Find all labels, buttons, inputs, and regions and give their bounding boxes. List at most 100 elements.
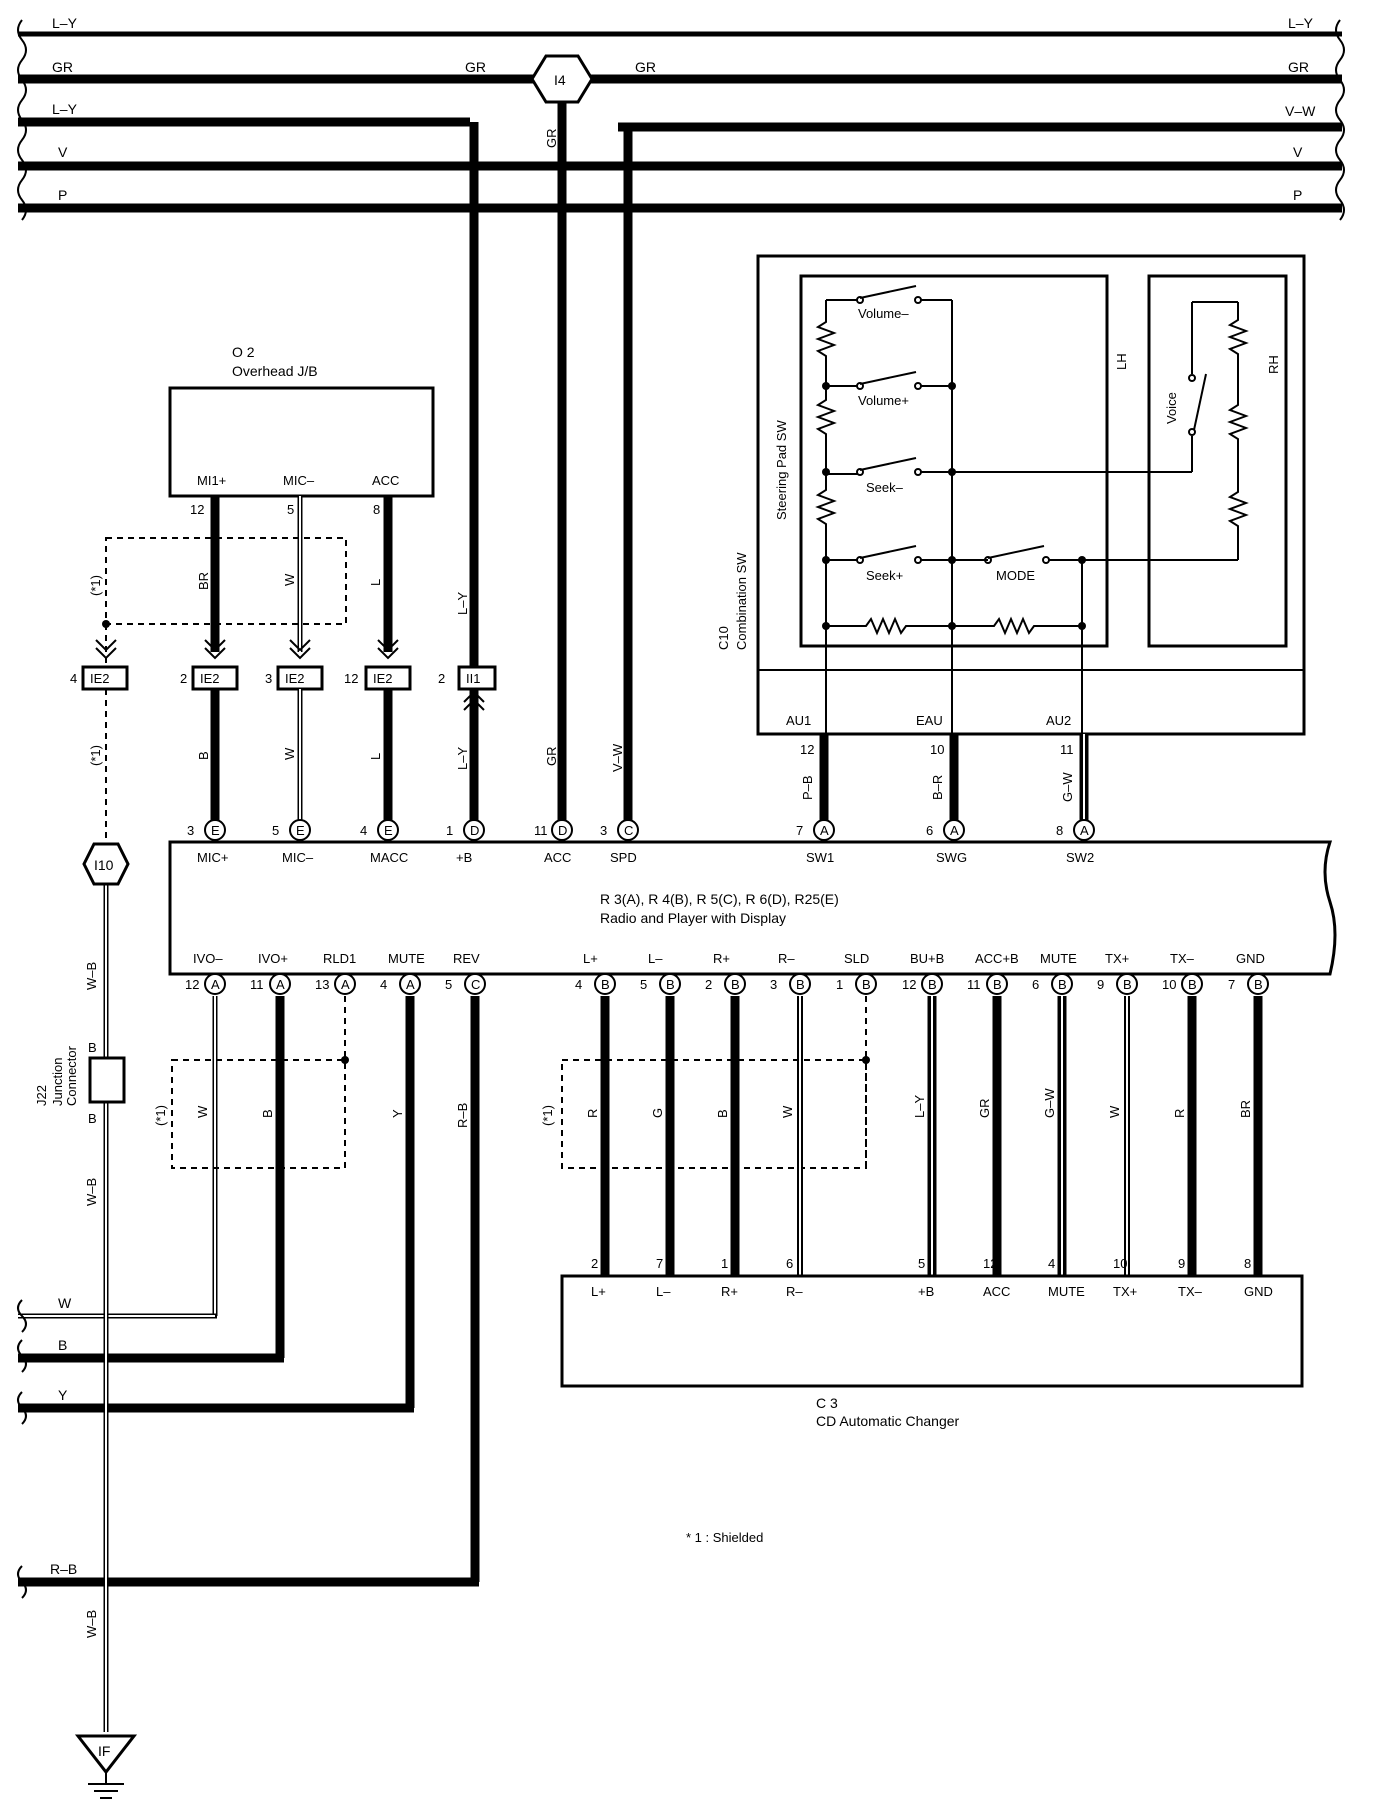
radio-name: Radio and Player with Display bbox=[600, 910, 786, 926]
wire-label: W bbox=[282, 747, 297, 760]
ground-label: IF bbox=[98, 1743, 110, 1759]
radio-pin-num: 3 bbox=[770, 977, 777, 992]
radio-pin-marker bbox=[921, 973, 943, 995]
radio-pin-label: MACC bbox=[370, 850, 408, 865]
radio-pin-conn: B bbox=[601, 977, 610, 992]
changer-pin-num: 4 bbox=[1048, 1256, 1055, 1271]
radio-pin-num: 1 bbox=[446, 823, 453, 838]
radio-pin-marker bbox=[269, 973, 291, 995]
radio-pin-conn: E bbox=[296, 823, 305, 838]
wire-label: V–W bbox=[610, 743, 625, 772]
wire-label: B bbox=[715, 1109, 730, 1118]
radio-pin-label: MUTE bbox=[1040, 951, 1077, 966]
bus-label: V bbox=[1293, 144, 1303, 160]
radio-pin-num: 11 bbox=[967, 977, 981, 992]
radio-pin-label: SW1 bbox=[806, 850, 834, 865]
j22-pin: B bbox=[88, 1111, 97, 1126]
radio-pin-label: TX+ bbox=[1105, 951, 1129, 966]
wire-label: L–Y bbox=[455, 747, 470, 770]
radio-pin-conn: A bbox=[820, 823, 829, 838]
wire-label: R bbox=[1172, 1109, 1187, 1118]
junction-i10-label: I10 bbox=[94, 857, 114, 873]
wire-exit-label: Y bbox=[58, 1387, 68, 1403]
radio-box bbox=[168, 840, 1337, 976]
radio-pin-marker bbox=[463, 819, 485, 841]
shield-box bbox=[171, 1059, 346, 1169]
wire-label: B bbox=[260, 1109, 275, 1118]
radio-pin-num: 5 bbox=[272, 823, 279, 838]
combo-lh-label: LH bbox=[1114, 353, 1129, 370]
switch-label: Volume– bbox=[858, 306, 909, 321]
radio-pin-num: 5 bbox=[445, 977, 452, 992]
combo-wires: P–B B–R G–W bbox=[800, 734, 1089, 830]
combo-pin-num: 11 bbox=[1060, 742, 1074, 757]
connector-label: IE2 bbox=[285, 671, 305, 686]
radio-pin-label: SWG bbox=[936, 850, 967, 865]
top-buses: L–Y L–Y GR GR GR GR L–Y V–W V V P P bbox=[17, 15, 1345, 221]
combo-lh bbox=[799, 274, 1109, 648]
switch-mode bbox=[952, 545, 1082, 564]
connector-pin: 2 bbox=[438, 671, 445, 686]
wire-label: W bbox=[282, 573, 297, 586]
o2-pin-num: 5 bbox=[287, 502, 294, 517]
resistor bbox=[815, 386, 837, 474]
mid-wires: B W L L–Y (*1) bbox=[88, 689, 470, 838]
wire-label: W bbox=[780, 1105, 795, 1118]
radio-pin-num: 12 bbox=[902, 977, 916, 992]
radio-pin-label: SLD bbox=[844, 951, 869, 966]
wire-exit-label: R–B bbox=[50, 1561, 77, 1577]
radio-pin-num: 6 bbox=[926, 823, 933, 838]
changer-pin-num: 7 bbox=[656, 1256, 663, 1271]
radio-pin-marker bbox=[986, 973, 1008, 995]
radio-pin-label: RLD1 bbox=[323, 951, 356, 966]
radio-pin-label: BU+B bbox=[910, 951, 944, 966]
o2-pin-label: ACC bbox=[372, 473, 399, 488]
bus-label: L–Y bbox=[1288, 15, 1314, 31]
radio-pin-conn: D bbox=[470, 823, 479, 838]
radio-pin-num: 1 bbox=[836, 977, 843, 992]
arrow-mark bbox=[289, 639, 311, 660]
j22-code: J22 bbox=[34, 1085, 49, 1106]
changer-pin-label: L+ bbox=[591, 1284, 606, 1299]
radio-pin-label: MUTE bbox=[388, 951, 425, 966]
radio-pin-marker bbox=[594, 973, 616, 995]
wire-label: P–B bbox=[800, 775, 815, 800]
radio-pin-marker bbox=[1181, 973, 1203, 995]
junction-i10 bbox=[82, 842, 130, 886]
radio-pin-label: ACC bbox=[544, 850, 571, 865]
radio-pin-label: SPD bbox=[610, 850, 637, 865]
radio-top-pins: E3MIC+E5MIC–E4MACCD1+BD11ACCC3SPDA7SW1A6… bbox=[187, 819, 1095, 865]
changer-pin-num: 5 bbox=[918, 1256, 925, 1271]
radio-pin-marker bbox=[724, 973, 746, 995]
j22-name: Junction bbox=[50, 1058, 65, 1106]
j22-name: Connector bbox=[64, 1045, 79, 1106]
radio-pin-marker bbox=[789, 973, 811, 995]
break-left bbox=[17, 19, 27, 221]
combo-pin-num: 12 bbox=[800, 742, 814, 757]
radio-player: R 3(A), R 4(B), R 5(C), R 6(D), R25(E) R… bbox=[168, 819, 1337, 995]
changer-code: C 3 bbox=[816, 1395, 838, 1411]
switch-volume-plus bbox=[856, 371, 952, 390]
wire-label: R–B bbox=[455, 1103, 470, 1128]
shield-mark: (*1) bbox=[88, 575, 103, 596]
radio-pin-conn: B bbox=[666, 977, 675, 992]
bus-label: GR bbox=[635, 59, 656, 75]
radio-pin-marker bbox=[1051, 973, 1073, 995]
arrow-mark bbox=[204, 639, 226, 660]
radio-bottom-pins: IVO–A12IVO+A11RLD1A13MUTEA4REVC5L+B4L–B5… bbox=[185, 951, 1269, 995]
radio-pin-conn: A bbox=[276, 977, 285, 992]
connector-label: IE2 bbox=[200, 671, 220, 686]
connector-label: IE2 bbox=[90, 671, 110, 686]
changer-pin-label: R+ bbox=[721, 1284, 738, 1299]
resistor bbox=[815, 300, 837, 386]
i4-group: I4 GR L–Y GR V–W bbox=[455, 54, 633, 830]
radio-pin-marker bbox=[617, 819, 639, 841]
radio-title: R 3(A), R 4(B), R 5(C), R 6(D), R25(E) bbox=[600, 891, 839, 907]
o2-name: Overhead J/B bbox=[232, 363, 318, 379]
changer-pin-num: 10 bbox=[1113, 1256, 1127, 1271]
radio-pin-num: 12 bbox=[185, 977, 199, 992]
wire-label: BR bbox=[1238, 1100, 1253, 1118]
radio-pin-num: 2 bbox=[705, 977, 712, 992]
connector-pin: 4 bbox=[70, 671, 77, 686]
